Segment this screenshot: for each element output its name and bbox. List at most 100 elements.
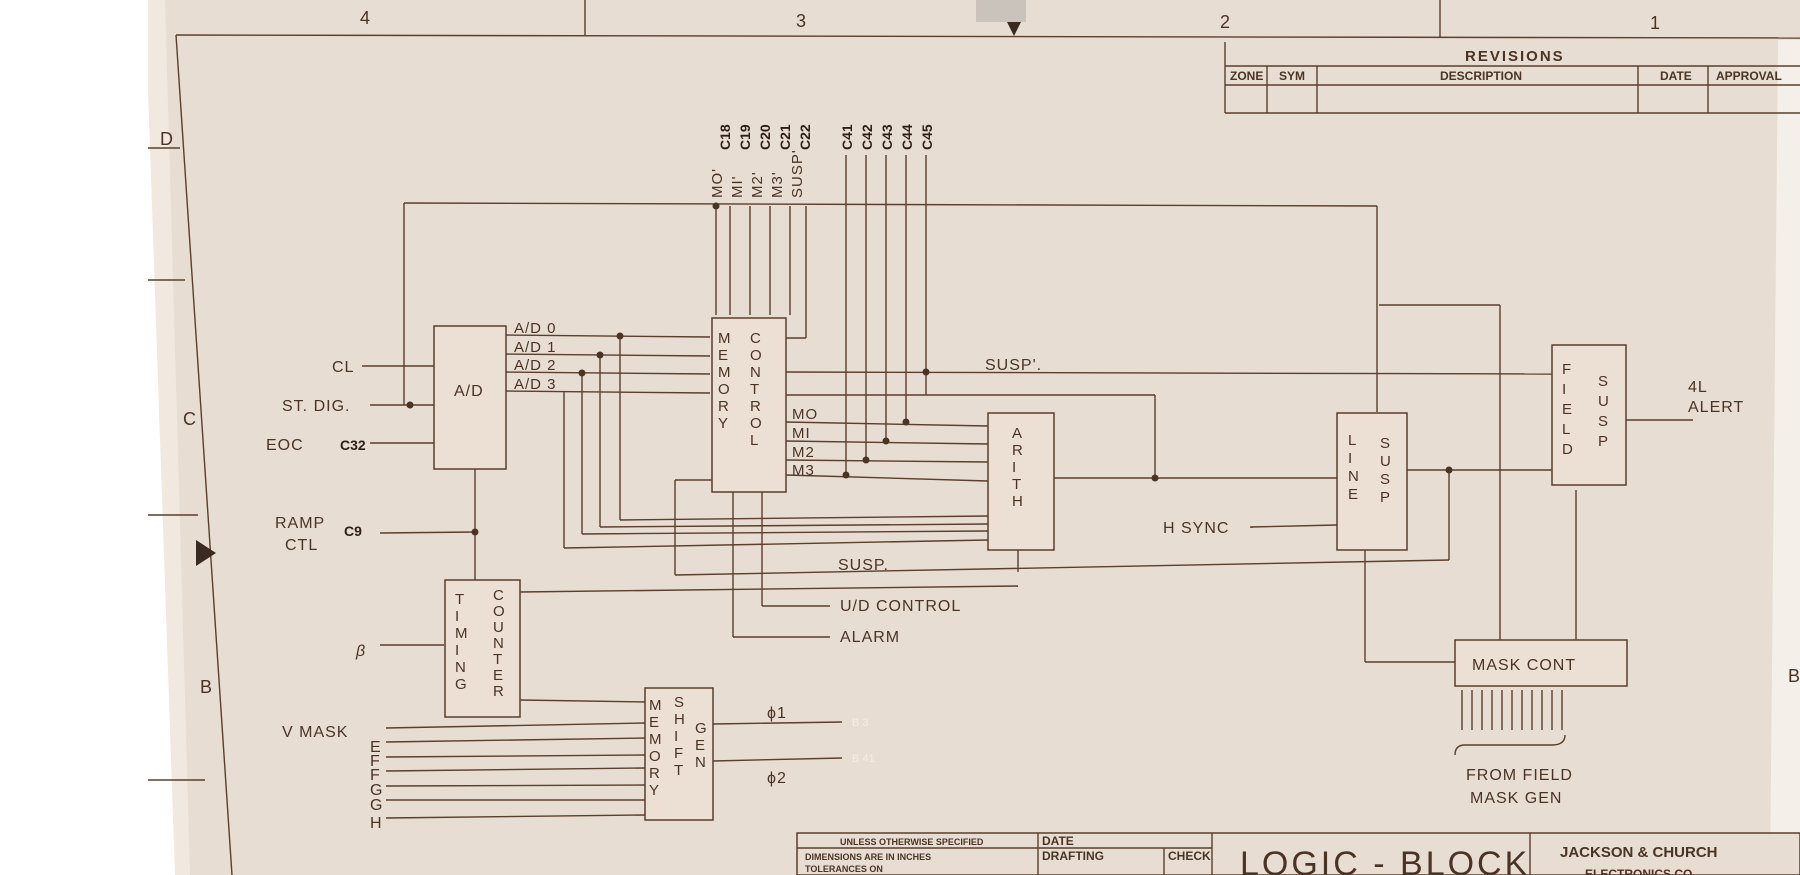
- signal-phi1-code: B 3: [852, 717, 869, 729]
- title-date: DATE: [1042, 834, 1074, 848]
- signal-phi1: ϕ1: [767, 705, 787, 722]
- c-output-c42: C42: [859, 124, 875, 150]
- title-block: UNLESS OTHERWISE SPECIFIED DIMENSIONS AR…: [796, 832, 1800, 875]
- mc-top-label-susp: SUSP': [789, 149, 806, 198]
- mask-letter-e: E: [370, 739, 382, 756]
- mask-letter-f2: F: [370, 767, 381, 784]
- input-ctl: CTL: [285, 537, 318, 554]
- memory-control-block: [711, 317, 787, 493]
- input-h-sync: H SYNC: [1163, 520, 1229, 537]
- mask-cont-label: MASK CONT: [1472, 657, 1576, 674]
- mask-gen-label: MASK GEN: [1470, 790, 1562, 807]
- input-cl: CL: [332, 359, 354, 376]
- signal-susp-prime: SUSP'.: [985, 357, 1042, 374]
- mc-top-code-c22: C22: [797, 124, 813, 150]
- input-eoc: EOC: [266, 437, 304, 454]
- title-dimensions: DIMENSIONS ARE IN INCHES: [805, 852, 931, 862]
- c-output-c45: C45: [919, 124, 935, 150]
- marker-triangle-top: [1006, 20, 1022, 36]
- right-edge-shadow: [1770, 40, 1800, 875]
- zone-d: D: [160, 129, 173, 149]
- ad-output-3: A/D 3: [514, 376, 557, 393]
- line-susp-block: [1336, 412, 1408, 551]
- memory-shift-gen-block: [644, 687, 714, 821]
- input-st-dig: ST. DIG.: [282, 398, 350, 415]
- input-ramp: RAMP: [275, 515, 325, 532]
- ad-block-label: A/D: [454, 383, 484, 400]
- signal-ud-control: U/D CONTROL: [840, 598, 961, 615]
- c-output-c44: C44: [899, 124, 915, 150]
- input-beta: β: [355, 643, 366, 660]
- mc-output-m1: MI: [792, 425, 811, 442]
- mc-top-label-m1: MI': [729, 175, 746, 198]
- rev-col-date: DATE: [1660, 69, 1692, 83]
- junctions: [406, 202, 1453, 536]
- company-sub: ELECTRONICS CO.: [1585, 867, 1696, 875]
- title-unless: UNLESS OTHERWISE SPECIFIED: [840, 837, 984, 847]
- mc-top-code-c19: C19: [737, 124, 753, 150]
- drawing-title: LOGIC - BLOCK: [1240, 845, 1530, 875]
- mc-output-m3: M3: [792, 462, 815, 479]
- title-check: CHECK: [1168, 849, 1211, 863]
- zone-b-right: B: [1788, 666, 1800, 686]
- mc-top-label-m2: M2': [749, 171, 766, 198]
- signal-phi2-code: B 41: [852, 753, 875, 765]
- code-c9: C9: [344, 523, 362, 539]
- mc-output-m0: MO: [792, 406, 818, 423]
- c-output-c41: C41: [839, 124, 855, 150]
- signal-alarm: ALARM: [840, 629, 900, 646]
- zone-c: C: [183, 409, 196, 429]
- rev-col-sym: SYM: [1279, 69, 1305, 83]
- zone-2: 2: [1220, 12, 1230, 32]
- mc-output-m2: M2: [792, 444, 815, 461]
- ad-block: [433, 325, 507, 470]
- mask-letter-g1: G: [370, 782, 383, 799]
- ad-output-0: A/D 0: [514, 320, 557, 337]
- rev-col-zone: ZONE: [1230, 69, 1263, 83]
- signal-phi2: ϕ2: [767, 770, 787, 787]
- alert-number: 4L: [1688, 379, 1708, 396]
- code-c32: C32: [340, 437, 366, 453]
- zone-4: 4: [360, 8, 370, 28]
- rev-col-approval: APPROVAL: [1716, 69, 1782, 83]
- zone-3: 3: [796, 11, 806, 31]
- mask-letter-f1: F: [370, 753, 381, 770]
- mask-cont-block: [1454, 639, 1628, 687]
- zone-b: B: [200, 677, 212, 697]
- signal-susp: SUSP.: [838, 557, 889, 574]
- timing-counter-block: [444, 579, 521, 718]
- mc-top-label-m3: M3': [769, 171, 786, 198]
- alert-label: ALERT: [1688, 399, 1744, 416]
- ad-output-2: A/D 2: [514, 357, 557, 374]
- paper-fold: [148, 0, 190, 875]
- zone-1: 1: [1650, 13, 1660, 33]
- tape: [976, 0, 1026, 22]
- wires: [362, 155, 1693, 819]
- paper: [148, 0, 1800, 875]
- mc-top-code-c21: C21: [777, 124, 793, 150]
- mc-top-code-c20: C20: [757, 124, 773, 150]
- title-drafting: DRAFTING: [1042, 849, 1104, 863]
- from-field-label: FROM FIELD: [1466, 767, 1573, 784]
- revisions-title: REVISIONS: [1465, 48, 1565, 65]
- mask-letter-g2: G: [370, 797, 383, 814]
- field-susp-block: [1551, 344, 1627, 486]
- mc-top-code-c18: C18: [717, 124, 733, 150]
- revisions-table: REVISIONS ZONE SYM DESCRIPTION DATE APPR…: [1224, 42, 1800, 114]
- arith-block: [987, 412, 1055, 551]
- mc-top-label-m0: MO': [709, 168, 726, 198]
- ad-output-1: A/D 1: [514, 339, 557, 356]
